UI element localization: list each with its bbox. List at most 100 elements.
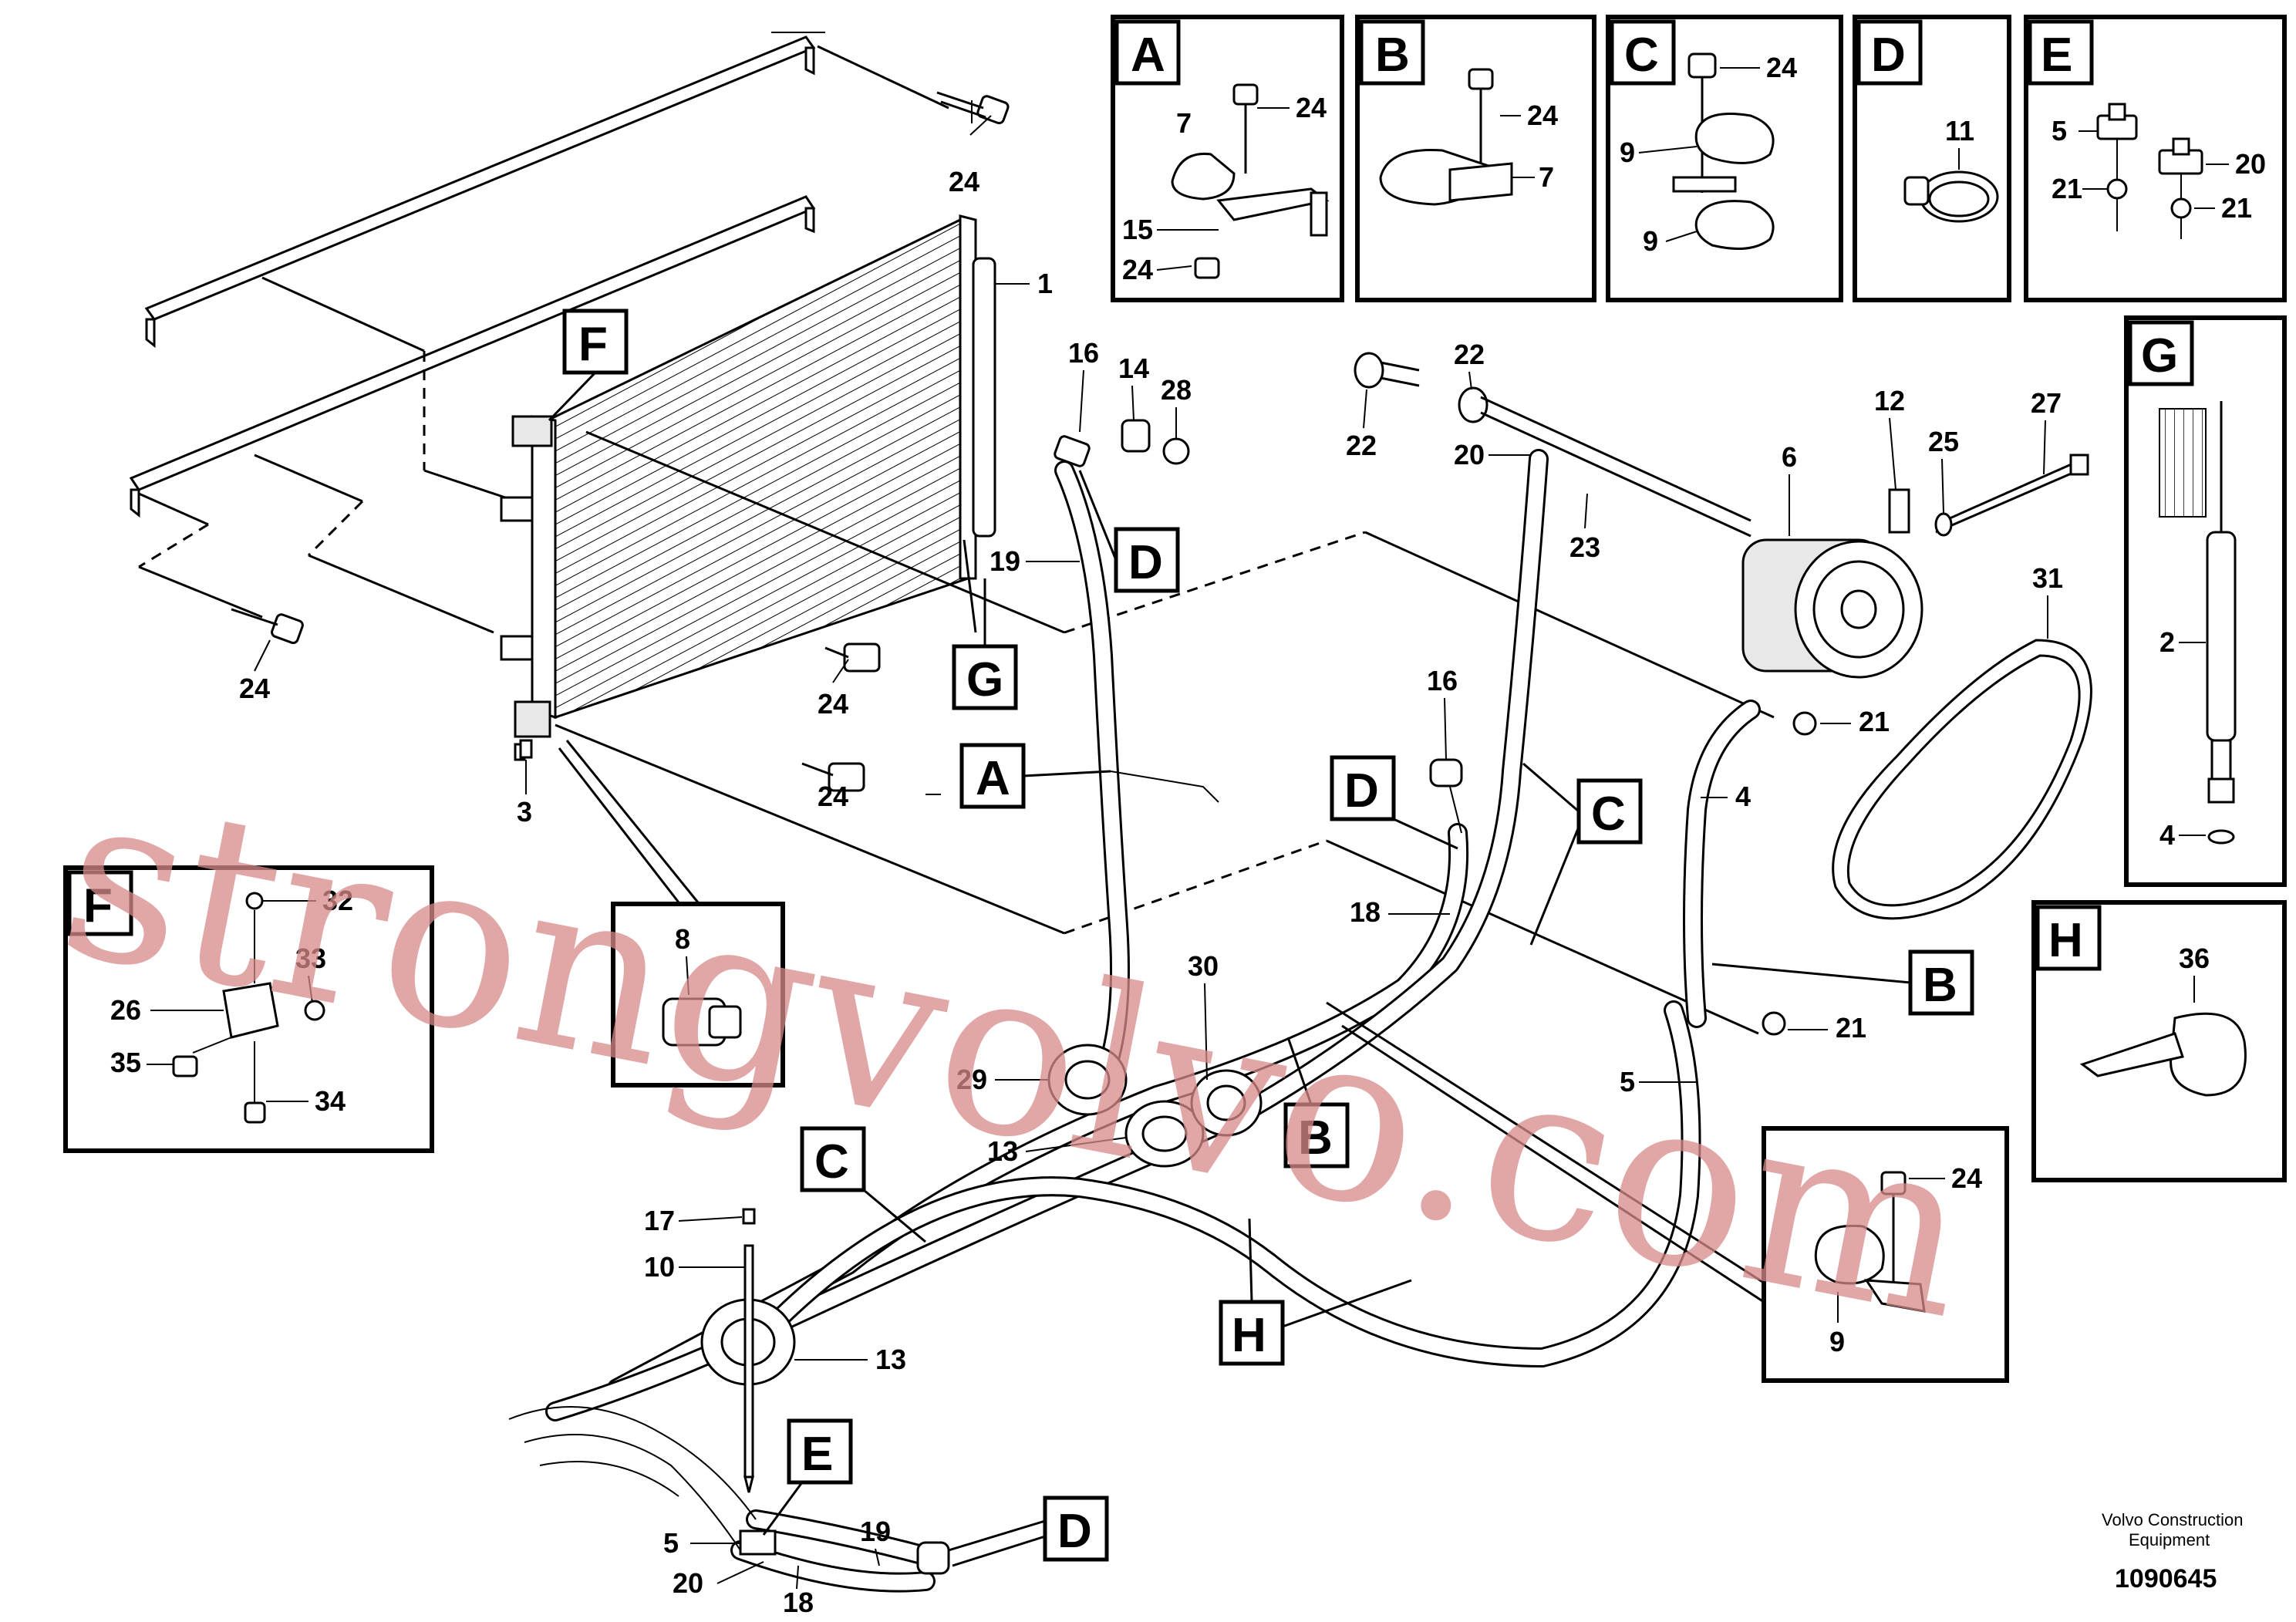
callout-18-b: 18 [783,1587,814,1618]
svg-text:D: D [1344,764,1379,818]
svg-text:E: E [2041,29,2072,82]
svg-text:21: 21 [2221,192,2252,224]
tag-H-main: H [1219,1218,1412,1366]
callout-4: 4 [1735,781,1751,812]
svg-text:H: H [2048,914,2083,967]
callout-13-b: 13 [875,1344,906,1375]
callout-24-left: 24 [239,673,270,704]
svg-text:9: 9 [1829,1326,1845,1357]
tag-F-main: F [548,309,629,422]
detail-box-8: 8 [558,740,785,1088]
tag-D-main-mid: D [1330,755,1458,850]
svg-text:C: C [1624,29,1659,82]
svg-text:D: D [1057,1505,1092,1558]
svg-text:A: A [1131,29,1165,82]
pressure-switch-3 [519,739,533,759]
tag-A-main: A [959,743,1219,809]
callout-18-a: 18 [1350,896,1381,928]
svg-text:7: 7 [1176,107,1192,139]
callout-30: 30 [1188,950,1219,982]
callout-23: 23 [1569,531,1600,563]
svg-text:B: B [1375,29,1410,82]
credit-line-2: Equipment [2129,1530,2210,1549]
svg-text:24: 24 [1766,52,1797,83]
compressor [1741,538,1923,679]
detail-box-H: H 36 [2031,900,2287,1182]
callout-10: 10 [644,1251,675,1283]
callout-31: 31 [2032,562,2063,594]
callout-19-b: 19 [860,1516,891,1547]
callout-28: 28 [1161,374,1192,406]
svg-text:32: 32 [322,885,353,916]
detail-box-C: C 24 9 9 [1606,15,1843,302]
hose-18 [607,823,1469,1398]
svg-text:B: B [1298,1111,1333,1165]
svg-text:C: C [814,1135,849,1189]
callout-17: 17 [644,1205,675,1236]
callout-5-b: 5 [663,1527,679,1559]
tag-G-main: G [952,578,1018,710]
callout-20: 20 [1454,439,1485,470]
callout-16-b: 16 [1427,665,1458,696]
bracket-12 [1888,488,1910,534]
callout-21-a: 21 [1859,706,1890,737]
svg-text:D: D [1128,536,1163,589]
svg-text:24: 24 [1122,254,1153,285]
drive-belt-31 [1832,639,2092,920]
svg-text:26: 26 [110,994,141,1026]
svg-text:C: C [1591,787,1626,841]
detail-box-F: F 32 33 26 35 34 [63,865,434,1153]
svg-text:24: 24 [1951,1162,1982,1194]
svg-text:33: 33 [295,943,326,974]
bolt-24-low [801,762,865,792]
callout-5-a: 5 [1620,1066,1635,1098]
credit-line-1: Volvo Construction [2102,1510,2243,1529]
svg-text:A: A [976,752,1010,805]
clamp-e-bottom [739,1529,950,1575]
callout-6: 6 [1782,441,1797,473]
svg-text:24: 24 [1296,92,1327,123]
detail-box-A: A 7 24 15 24 [1111,15,1344,302]
svg-text:36: 36 [2179,943,2210,974]
svg-text:2: 2 [2159,626,2175,658]
svg-text:F: F [578,318,608,371]
svg-text:B: B [1923,959,1957,1012]
callout-25: 25 [1928,426,1959,457]
detail-box-E: E 5 20 21 21 [2024,15,2287,302]
tag-D-main-top: D [1078,470,1180,593]
main-callouts: 24 24 24 24 1 3 16 14 28 19 22 22 20 23 … [239,100,2063,1618]
callout-16-a: 16 [1068,337,1099,369]
detail-box-D: D 11 [1853,15,2011,302]
detail-box-C2: 24 9 [1326,1001,2009,1383]
callout-24-mid: 24 [818,688,848,720]
tag-C-main-low: C [800,1126,926,1243]
bolt-24-mid [824,642,881,673]
callout-13-a: 13 [987,1135,1018,1167]
svg-text:11: 11 [1945,115,1974,147]
svg-text:21: 21 [2052,173,2082,204]
hose-5 [761,1000,1701,1367]
tie-rod-10 [742,1208,756,1493]
hose-19 [1054,460,1130,1105]
callout-24-low: 24 [818,781,848,812]
svg-text:4: 4 [2159,819,2175,851]
bolt-24-top [936,91,1010,125]
svg-text:D: D [1871,29,1906,82]
svg-text:8: 8 [675,923,690,955]
tag-C-main-mid: C [1522,762,1643,946]
document-number: 1090645 [2115,1564,2217,1593]
detail-box-B: B 24 7 [1355,15,1596,302]
detail-box-G: G 2 4 [2124,315,2287,887]
svg-text:9: 9 [1643,225,1658,257]
fitting-16-top [1054,419,1190,467]
svg-text:20: 20 [2235,148,2266,180]
svg-text:24: 24 [1527,99,1558,131]
bolt-24-left [231,608,304,645]
svg-text:34: 34 [315,1085,346,1117]
svg-text:E: E [801,1428,833,1481]
callout-1: 1 [1037,268,1053,299]
svg-text:H: H [1232,1309,1266,1362]
callout-27: 27 [2031,387,2062,419]
bolt-27 [1934,454,2089,537]
